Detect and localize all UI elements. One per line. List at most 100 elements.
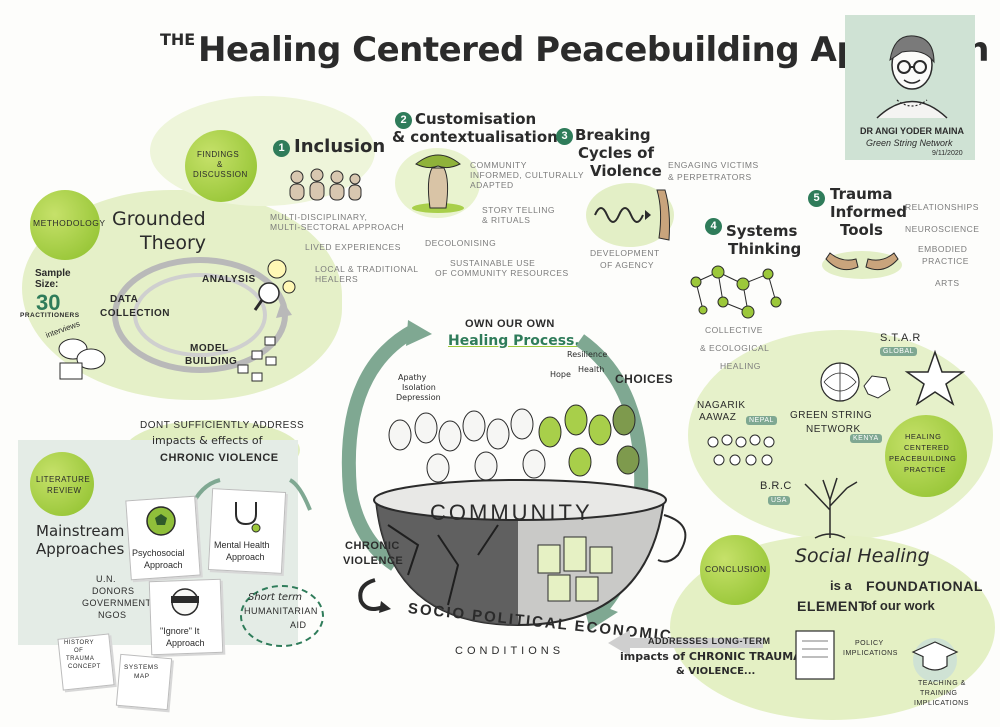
trauma-number: 5: [808, 190, 825, 207]
practice-label-1: HEALING: [905, 432, 942, 441]
systems-number: 4: [705, 218, 722, 235]
actor-ngos: NGOS: [98, 610, 127, 620]
short-term-3: AID: [290, 620, 307, 630]
mainstream-2: Approaches: [36, 540, 125, 558]
grounded-title-2: Theory: [140, 232, 207, 254]
history-4: CONCEPT: [68, 664, 101, 670]
trauma-note-5: ARTS: [935, 278, 960, 288]
actor-un: U.N.: [96, 574, 116, 584]
systems-map-2: MAP: [134, 673, 150, 680]
author-org: Green String Network: [866, 138, 953, 148]
mental-2: Approach: [226, 552, 265, 562]
graduation-cap-icon: [911, 638, 959, 682]
addresses-2: impacts of CHRONIC TRAUMA: [620, 650, 802, 663]
community-label: COMMUNITY: [430, 500, 593, 525]
sample-number: 30: [36, 290, 61, 315]
socio-line-2: CONDITIONS: [455, 645, 565, 657]
choices-label: CHOICES: [615, 372, 674, 386]
inclusion-people-icon: [289, 168, 362, 201]
mental-1: Mental Health: [214, 540, 270, 550]
chronic-violence-1: CHRONIC: [345, 540, 400, 552]
map-icon: [863, 375, 891, 399]
breaking-title-3: Violence: [590, 162, 662, 180]
author-name: DR ANGI YODER MAINA: [860, 126, 965, 136]
trauma-note-3: EMBODIED: [918, 244, 968, 254]
trauma-note-1: RELATIONSHIPS: [905, 202, 979, 212]
findings-label-3: DISCUSSION: [193, 170, 248, 179]
model-blocks-icon: [237, 336, 277, 382]
star-icon: [904, 349, 966, 406]
breaking-title-2: Cycles of: [578, 144, 654, 162]
policy-scroll-icon: [795, 630, 835, 680]
trauma-note-4: PRACTICE: [922, 256, 969, 266]
customisation-note-2: INFORMED, CULTURALLY: [470, 170, 585, 180]
globe-icon: [820, 362, 860, 402]
brc-label: B.R.C: [760, 480, 792, 492]
customisation-note-3: ADAPTED: [470, 180, 514, 190]
blindfold-face-icon: [171, 588, 199, 616]
findings-label-1: FINDINGS: [197, 150, 240, 159]
customisation-number: 2: [395, 112, 412, 129]
conclusion-label: CONCLUSION: [705, 564, 767, 574]
sample-label-1: Sample: [35, 268, 71, 279]
hope-label: Hope: [550, 370, 571, 379]
teaching-1: TEACHING &: [918, 680, 966, 687]
practice-label-2: CENTERED: [904, 443, 950, 452]
customisation-note-5: & RITUALS: [482, 215, 531, 225]
breaking-number: 3: [556, 128, 573, 145]
hands-icon: [822, 251, 902, 279]
short-term-1: Short term: [248, 592, 302, 603]
conclusion-line2a: is a: [830, 578, 852, 593]
trauma-note-2: NEUROSCIENCE: [905, 224, 980, 234]
chronic-spiral-icon: [358, 578, 391, 613]
methodology-label: METHODOLOGY: [33, 218, 106, 228]
health-label: Health: [578, 365, 605, 374]
history-3: TRAUMA: [66, 656, 95, 662]
systems-title-1: Systems: [726, 222, 798, 240]
global-label: GLOBAL: [880, 347, 918, 356]
addresses-3: & VIOLENCE...: [676, 666, 756, 677]
literature-label-1: LITERATURE: [36, 475, 91, 484]
apathy-label: Apathy: [398, 373, 427, 382]
policy-1: POLICY: [855, 640, 884, 647]
history-2: OF: [74, 648, 84, 654]
gsn-2: NETWORK: [806, 424, 861, 435]
model-building-2: BUILDING: [185, 356, 238, 367]
cycle-arrow-left: [341, 320, 432, 571]
breaking-note-2: & PERPETRATORS: [668, 172, 752, 182]
depression-label: Depression: [396, 393, 441, 402]
history-1: HISTORY: [64, 640, 94, 646]
nepal-label: NEPAL: [746, 416, 777, 425]
systems-title-2: Thinking: [728, 240, 802, 258]
trauma-title-1: Trauma: [830, 185, 893, 203]
author-date: 9/11/2020: [932, 150, 963, 157]
dont-line-3: CHRONIC VIOLENCE: [160, 452, 279, 464]
breaking-note-3: DEVELOPMENT: [590, 248, 660, 258]
customisation-note-1: COMMUNITY: [470, 160, 527, 170]
usa-label: USA: [768, 496, 790, 505]
dont-line-2: impacts & effects of: [152, 434, 263, 447]
inclusion-title: Inclusion: [294, 136, 386, 157]
breaking-note-4: OF AGENCY: [600, 260, 655, 270]
actor-governments: GOVERNMENTS: [82, 598, 159, 608]
customisation-note-8: OF COMMUNITY RESOURCES: [435, 268, 569, 278]
findings-circle: [185, 130, 257, 202]
nagarik-2: AAWAZ: [699, 412, 737, 423]
systems-note-3: HEALING: [720, 361, 761, 371]
practice-label-4: PRACTICE: [904, 465, 946, 474]
inclusion-note-4: LOCAL & TRADITIONAL: [315, 264, 419, 274]
systems-map-1: SYSTEMS: [124, 664, 159, 671]
star-label: S.T.A.R: [880, 332, 921, 344]
isolation-label: Isolation: [402, 383, 436, 392]
title-prefix: THE: [160, 30, 196, 49]
mainstream-1: Mainstream: [36, 522, 125, 540]
conclusion-line1: Social Healing: [795, 545, 930, 567]
customisation-note-6: DECOLONISING: [425, 238, 497, 248]
breaking-title-1: Breaking: [575, 126, 651, 144]
short-term-outline: [240, 585, 324, 647]
literature-label-2: REVIEW: [47, 486, 82, 495]
tree-icon: [804, 477, 858, 539]
conclusion-circle: [700, 535, 770, 605]
ignore-2: Approach: [166, 638, 205, 648]
